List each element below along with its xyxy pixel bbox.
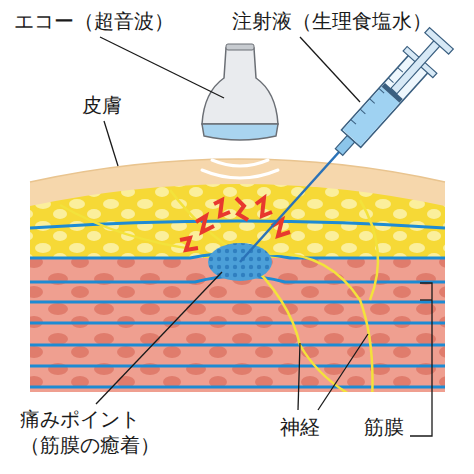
nerve-label: 神経: [280, 414, 320, 440]
syringe: [225, 25, 456, 275]
leader-lines: [96, 37, 432, 436]
body-section: [30, 130, 445, 400]
skin-label: 皮膚: [82, 92, 122, 118]
fascia-label: 筋膜: [364, 414, 404, 440]
pain-point-label: 痛みポイント（筋膜の癒着）: [20, 406, 170, 458]
injection-label: 注射液（生理食塩水）: [232, 8, 432, 34]
ultrasound-waves: [202, 150, 278, 178]
probe-label: エコー（超音波）: [14, 8, 174, 34]
ultrasound-probe: [202, 44, 278, 140]
